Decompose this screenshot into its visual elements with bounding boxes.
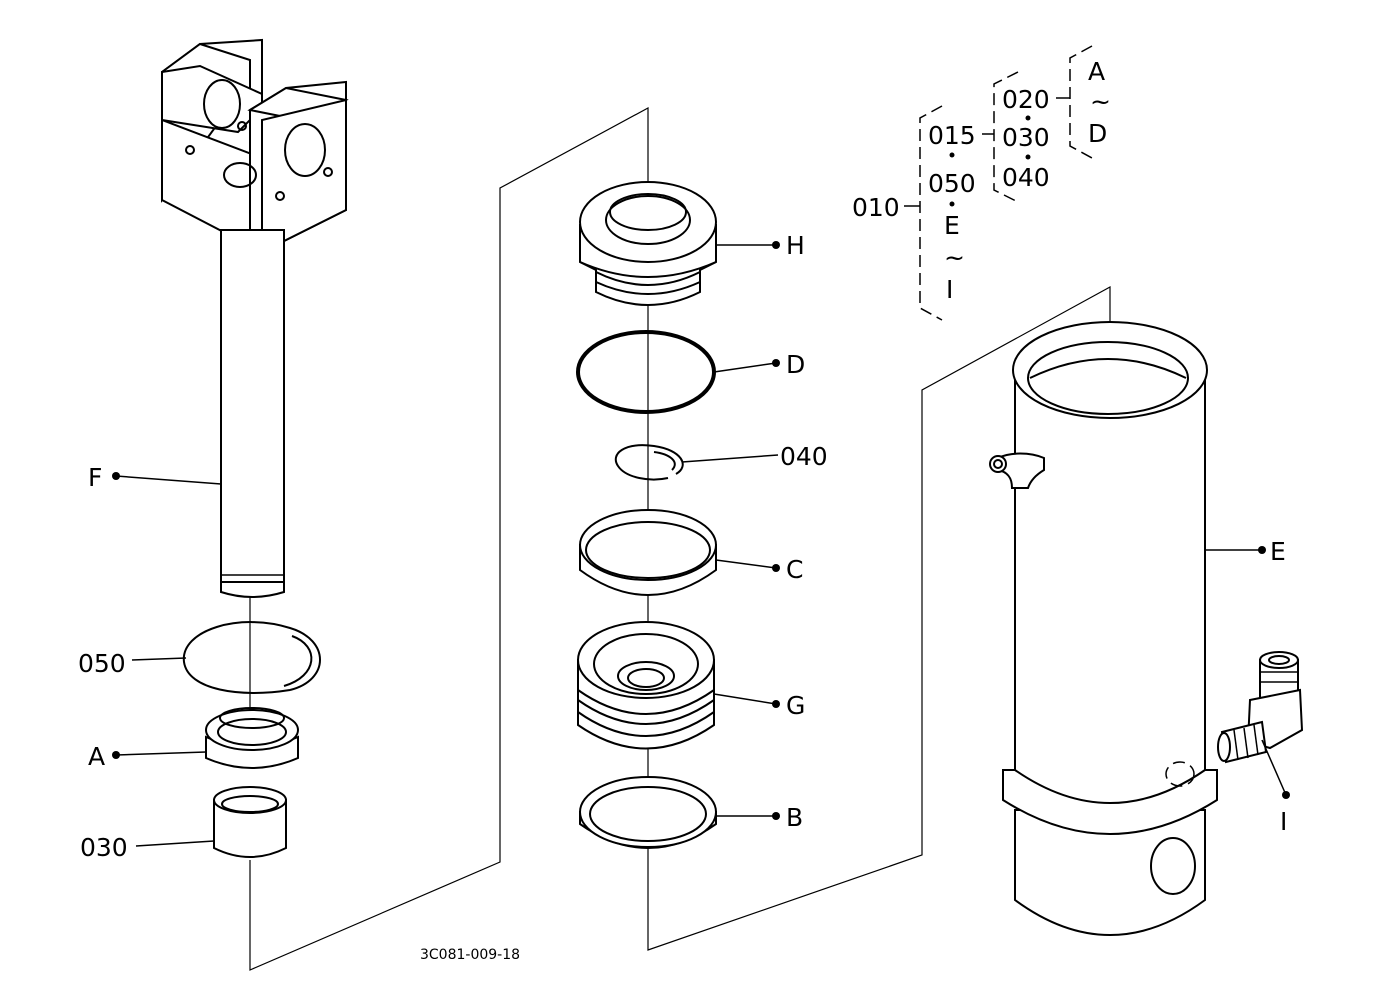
assembly-tree: 010 015 050 E ~ I 020 030 040 A ~ D <box>852 45 1111 321</box>
label-I: I <box>1280 807 1287 836</box>
tree-l2-0: 020 <box>1002 85 1050 114</box>
label-G: G <box>786 691 805 720</box>
rod-guide-H-part <box>579 181 717 306</box>
label-A: A <box>88 742 105 771</box>
callout-labels: F 050 A 030 H D 040 C G B E I <box>78 231 1287 862</box>
drawing-code: 3C081-009-18 <box>420 947 520 963</box>
bushing-A-part <box>205 707 299 769</box>
callout-leaders <box>112 241 1290 847</box>
tree-l1-1: 050 <box>928 169 976 198</box>
bushing-030-part <box>213 786 287 858</box>
tree-l1-0: 015 <box>928 121 976 150</box>
tree-l2-2: 040 <box>1002 163 1050 192</box>
snap-ring-040-part <box>615 444 684 481</box>
piston-G-part <box>577 621 715 750</box>
label-H: H <box>786 231 805 260</box>
tree-l3-0: A <box>1088 57 1105 86</box>
tree-l1-3: ~ <box>944 243 965 272</box>
label-050: 050 <box>78 649 126 678</box>
tree-l3-2: D <box>1088 119 1107 148</box>
o-ring-D-part <box>576 330 716 414</box>
snap-ring-050-part <box>182 621 321 694</box>
elbow-fitting-I-part <box>1217 651 1304 764</box>
label-040: 040 <box>780 442 828 471</box>
label-B: B <box>786 803 803 832</box>
label-E: E <box>1270 537 1286 566</box>
tree-l2-1: 030 <box>1002 123 1050 152</box>
label-F: F <box>88 463 102 492</box>
seal-ring-B-part <box>579 776 717 849</box>
tree-l1-4: I <box>946 275 953 304</box>
tree-root: 010 <box>852 193 900 222</box>
rod-clevis-part <box>161 38 349 598</box>
label-030: 030 <box>80 833 128 862</box>
backup-ring-C-part <box>579 509 717 596</box>
tree-l3-1: ~ <box>1090 87 1111 116</box>
label-D: D <box>786 350 805 379</box>
tree-l1-2: E <box>944 211 960 240</box>
label-C: C <box>786 555 803 584</box>
cylinder-tube-E-part <box>989 321 1218 936</box>
